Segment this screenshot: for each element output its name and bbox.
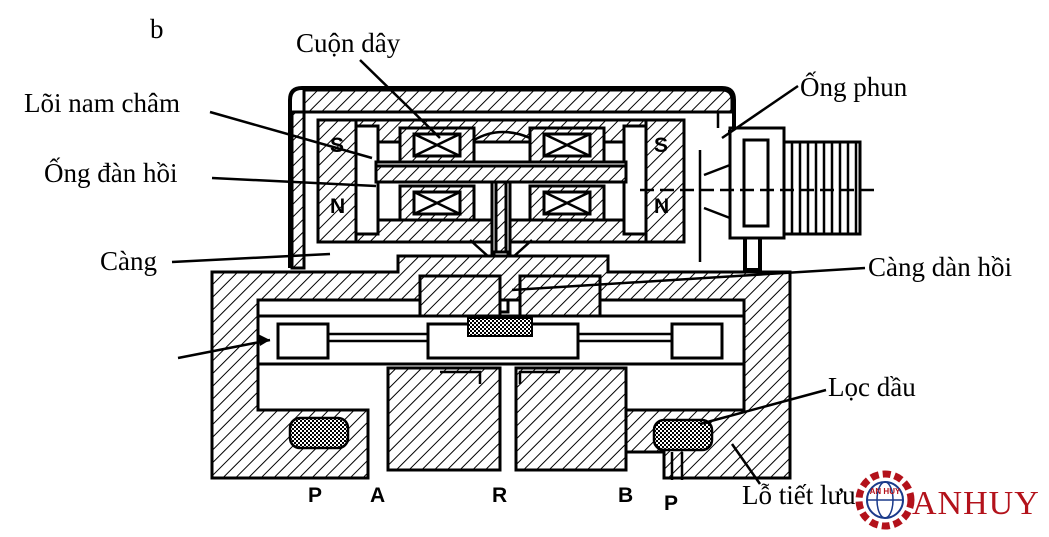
panel-letter: b [150, 14, 164, 44]
coil-group [398, 126, 606, 222]
port-labels: P A R B P [308, 484, 678, 515]
port-b: B [618, 484, 633, 507]
pole-s-left: S [330, 134, 344, 157]
label-elastic-tube: Ống đàn hồi [44, 157, 177, 188]
electrical-connector [640, 126, 880, 240]
pole-n-left: N [330, 195, 345, 218]
oil-filters [288, 416, 714, 480]
label-nozzle: Ống phun [800, 71, 908, 102]
armature [374, 164, 628, 184]
port-p-right: P [664, 492, 678, 515]
pole-n-right: N [654, 195, 669, 218]
motor-housing [288, 86, 762, 272]
label-arm: Càng [100, 246, 157, 276]
oil-filter-right [652, 418, 714, 452]
leader-lines [171, 59, 866, 485]
pole-s-right: S [654, 134, 668, 157]
label-orifice: Lỗ tiết lưu [742, 480, 856, 510]
housing-left-wall [290, 110, 306, 270]
anhuy-logo: AN HUY ANHUY [855, 470, 1040, 530]
spool-assembly [256, 314, 746, 384]
oil-filter-left [288, 416, 350, 450]
port-r: R [492, 484, 507, 507]
seal-text: AN HUY [870, 487, 901, 496]
text-labels: b Cuộn dây Lõi nam châm Ống phun Ống đàn… [24, 14, 1012, 510]
valve-body [210, 254, 792, 480]
pole-letters: S N S N [330, 134, 669, 218]
port-p-left: P [308, 484, 322, 507]
port-a: A [370, 484, 385, 507]
label-oil-filter: Lọc dầu [828, 372, 916, 402]
label-magnet-core: Lõi nam châm [24, 88, 180, 118]
label-elastic-arm: Càng dàn hồi [868, 252, 1012, 282]
gear-globe-icon: AN HUY [855, 470, 915, 530]
brand-name: ANHUY [912, 485, 1040, 522]
label-coil: Cuộn dây [296, 28, 401, 58]
housing-top-wall [302, 88, 734, 114]
